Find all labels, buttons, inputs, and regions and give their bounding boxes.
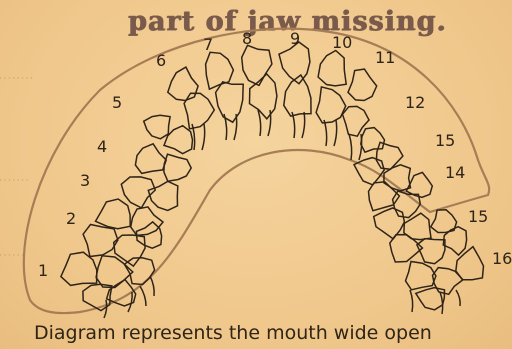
tooth-root-sketch bbox=[440, 292, 443, 314]
tooth-root-sketch bbox=[349, 134, 352, 160]
tooth-number-15-lower: 15 bbox=[468, 207, 488, 226]
tooth-sketch bbox=[121, 177, 155, 208]
tooth-sketch bbox=[348, 69, 377, 100]
tooth-root-sketch bbox=[410, 290, 413, 312]
tooth-root-sketch bbox=[140, 286, 146, 306]
tooth-number-12: 12 bbox=[405, 93, 425, 112]
jaw-outline bbox=[24, 29, 489, 313]
tooth-sketch bbox=[443, 227, 466, 255]
tooth-number-14: 14 bbox=[445, 163, 465, 182]
tooth-sketch bbox=[433, 268, 463, 295]
tooth-root-sketch bbox=[334, 120, 337, 146]
tooth-sketch bbox=[96, 199, 131, 229]
tooth-root-sketch bbox=[258, 110, 261, 136]
tooth-root-sketch bbox=[202, 124, 205, 150]
tooth-sketch bbox=[164, 154, 191, 181]
tooth-number-16: 16 bbox=[492, 249, 512, 268]
diagram-caption: Diagram represents the mouth wide open bbox=[34, 322, 504, 346]
tooth-sketch bbox=[83, 225, 118, 257]
tooth-sketch bbox=[216, 82, 244, 122]
tooth-sketch bbox=[406, 262, 436, 290]
tooth-number-3: 3 bbox=[80, 171, 90, 190]
tooth-number-1: 1 bbox=[38, 261, 48, 280]
tooth-sketch bbox=[417, 239, 445, 264]
tooth-root-sketch bbox=[456, 290, 460, 306]
tooth-number-2: 2 bbox=[66, 209, 76, 228]
tooth-root-sketch bbox=[302, 112, 305, 138]
tooth-sketch bbox=[131, 207, 163, 236]
teeth-group bbox=[61, 42, 484, 318]
tooth-sketch bbox=[354, 158, 384, 185]
tooth-sketch bbox=[284, 75, 311, 116]
tooth-number-4: 4 bbox=[97, 137, 107, 156]
tooth-number-10: 10 bbox=[332, 33, 352, 52]
tooth-number-labels: 1 2 3 4 5 6 7 8 9 10 11 12 15 14 15 16 bbox=[38, 29, 512, 280]
tooth-sketch bbox=[168, 67, 198, 100]
tooth-sketch bbox=[406, 172, 432, 197]
tooth-sketch bbox=[144, 115, 170, 139]
tooth-root-sketch bbox=[150, 276, 154, 296]
tooth-root-sketch bbox=[324, 120, 327, 146]
tooth-root-sketch bbox=[268, 110, 271, 136]
tooth-number-11: 11 bbox=[375, 48, 395, 67]
tooth-number-15-upper: 15 bbox=[435, 131, 455, 150]
tooth-sketch bbox=[124, 258, 154, 285]
tooth-sketch bbox=[361, 128, 385, 153]
tooth-number-5: 5 bbox=[112, 93, 122, 112]
tooth-sketch bbox=[61, 252, 97, 285]
tooth-sketch bbox=[242, 45, 272, 85]
tooth-sketch bbox=[416, 288, 445, 310]
tooth-sketch bbox=[279, 42, 310, 84]
tooth-sketch bbox=[456, 247, 484, 280]
tooth-number-6: 6 bbox=[156, 51, 166, 70]
tooth-sketch bbox=[318, 51, 346, 86]
tooth-sketch bbox=[316, 87, 346, 123]
tooth-sketch bbox=[135, 144, 166, 174]
tooth-sketch bbox=[250, 74, 277, 119]
tooth-number-8: 8 bbox=[242, 29, 252, 48]
tooth-sketch bbox=[343, 106, 370, 136]
tooth-number-9: 9 bbox=[290, 29, 300, 48]
tooth-number-7: 7 bbox=[203, 35, 213, 54]
tooth-sketch bbox=[148, 181, 178, 210]
